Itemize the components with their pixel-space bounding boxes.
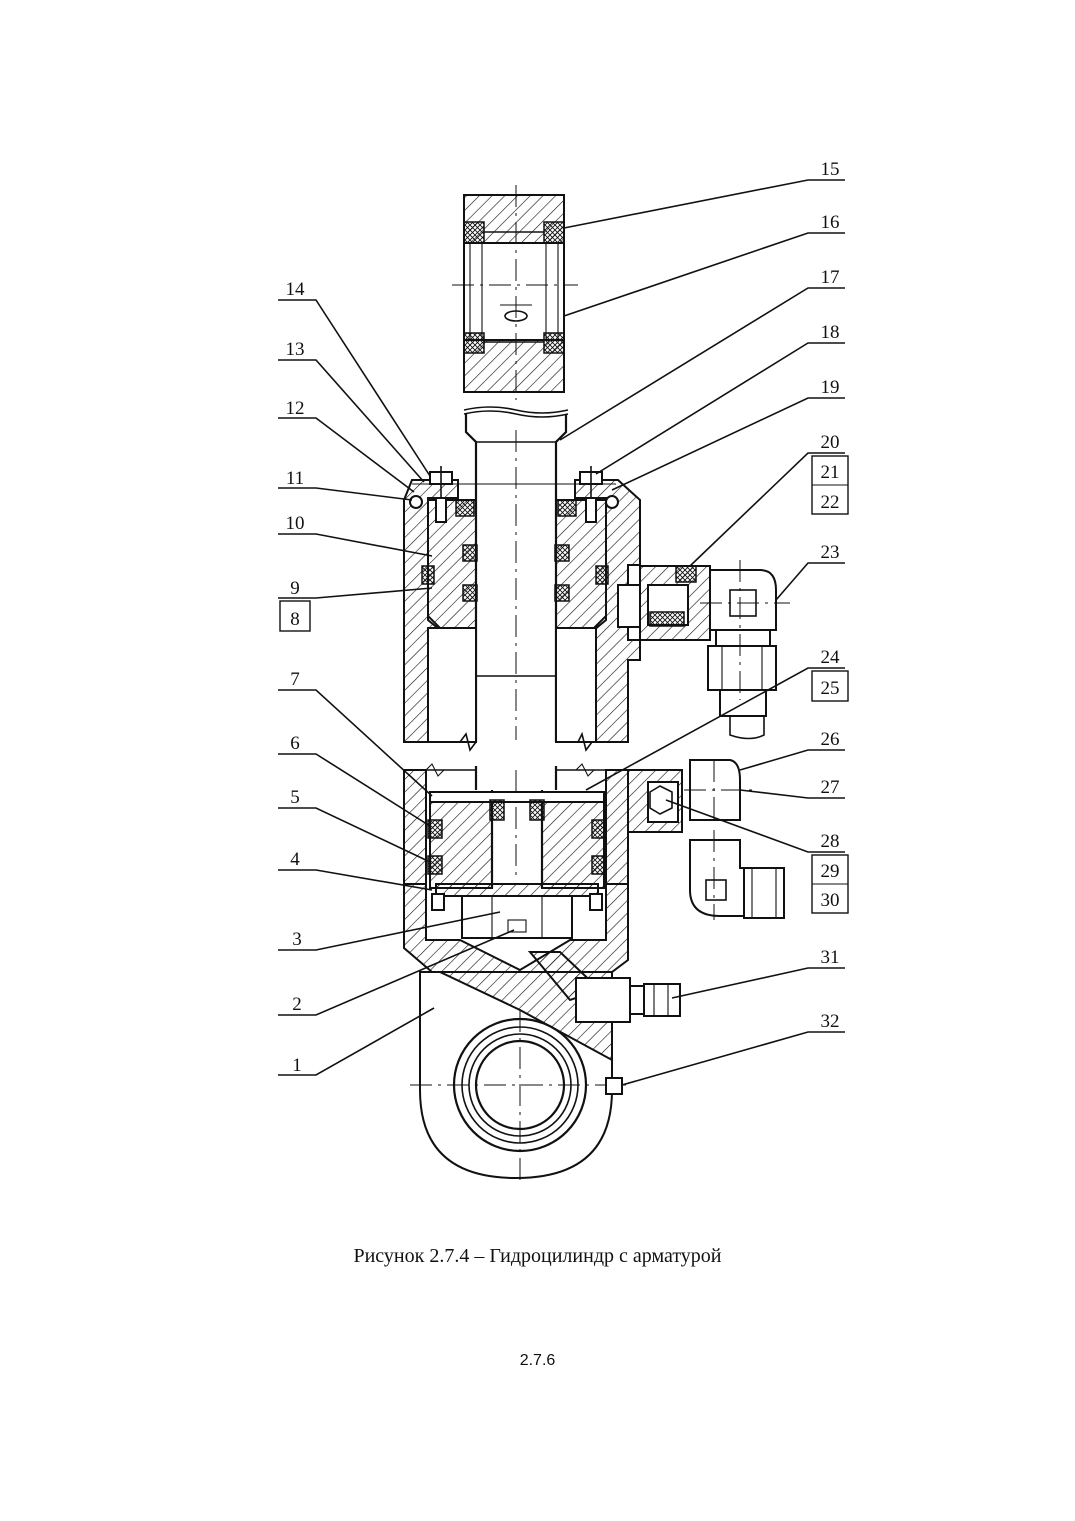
callout-11: 11 (286, 468, 304, 489)
callout-27: 27 (821, 777, 840, 798)
callout-25: 25 (821, 678, 840, 699)
callout-5: 5 (290, 787, 300, 808)
base-eye (410, 951, 681, 1180)
callout-20: 20 (821, 432, 840, 453)
callout-19: 19 (821, 377, 840, 398)
callout-28: 28 (821, 831, 840, 852)
callout-23: 23 (821, 542, 840, 563)
callout-18: 18 (821, 322, 840, 343)
callout-13: 13 (286, 339, 305, 360)
callout-2: 2 (292, 994, 302, 1015)
cylinder-head (403, 466, 641, 752)
callout-30: 30 (821, 890, 840, 911)
callout-10: 10 (286, 513, 305, 534)
top-clevis (452, 185, 578, 418)
upper-port-fitting (617, 560, 790, 740)
callout-26: 26 (821, 729, 840, 750)
figure-caption: Рисунок 2.7.4 – Гидроцилиндр с арматурой (353, 1245, 722, 1267)
callout-15: 15 (821, 159, 840, 180)
callout-7: 7 (290, 669, 300, 690)
page-number: 2.7.6 (519, 1352, 556, 1369)
callout-17: 17 (821, 267, 840, 288)
callout-31: 31 (821, 947, 840, 968)
callout-29: 29 (821, 861, 840, 882)
lower-port-fitting (627, 759, 785, 920)
callout-24: 24 (821, 647, 841, 668)
callout-6: 6 (290, 733, 300, 754)
callout-12: 12 (286, 398, 305, 419)
callout-1: 1 (292, 1055, 302, 1076)
callout-16: 16 (821, 212, 840, 233)
callout-labels: 1 2 3 4 5 6 7 8 9 10 11 12 13 14 15 16 1… (286, 159, 841, 1076)
callout-14: 14 (286, 279, 306, 300)
callout-4: 4 (290, 849, 300, 870)
callout-3: 3 (292, 929, 302, 950)
cylinder-body (403, 763, 629, 973)
callout-21: 21 (821, 462, 840, 483)
callout-22: 22 (821, 492, 840, 513)
callout-32: 32 (821, 1011, 840, 1032)
callout-9: 9 (290, 578, 300, 599)
callout-8: 8 (290, 609, 300, 630)
leader-lines (278, 179, 849, 1086)
